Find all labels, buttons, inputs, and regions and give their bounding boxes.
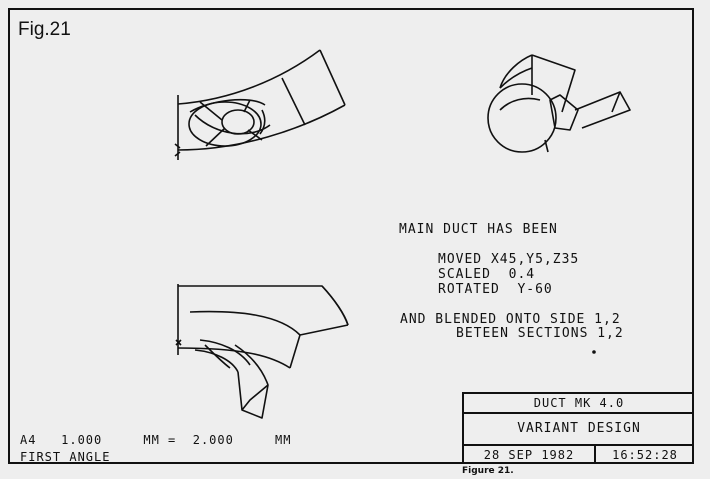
note-moved: MOVED X45,Y5,Z35 <box>438 252 580 267</box>
title-block-time: 16:52:28 <box>612 448 678 462</box>
title-block: DUCT MK 4.0 VARIANT DESIGN 28 SEP 1982 1… <box>462 392 694 464</box>
view-top-right <box>487 54 631 153</box>
title-block-title: VARIANT DESIGN <box>464 414 694 446</box>
title-block-part: DUCT MK 4.0 <box>464 394 694 414</box>
title-block-date: 28 SEP 1982 <box>464 446 596 464</box>
figure-caption: Figure 21. <box>462 466 514 476</box>
note-blended: AND BLENDED ONTO SIDE 1,2 <box>400 312 621 327</box>
sheet-border <box>8 8 694 464</box>
view-bottom <box>175 284 349 419</box>
figure-label: Fig.21 <box>18 19 71 40</box>
note-rotated: ROTATED Y-60 <box>438 282 553 297</box>
scale-line: A4 1.000 MM = 2.000 MM <box>20 433 292 447</box>
note-between: BETEEN SECTIONS 1,2 <box>456 326 624 341</box>
note-heading: MAIN DUCT HAS BEEN <box>399 222 558 237</box>
note-scaled: SCALED 0.4 <box>438 267 536 282</box>
view-top-left <box>174 49 346 160</box>
projection-line: FIRST ANGLE <box>20 450 111 464</box>
